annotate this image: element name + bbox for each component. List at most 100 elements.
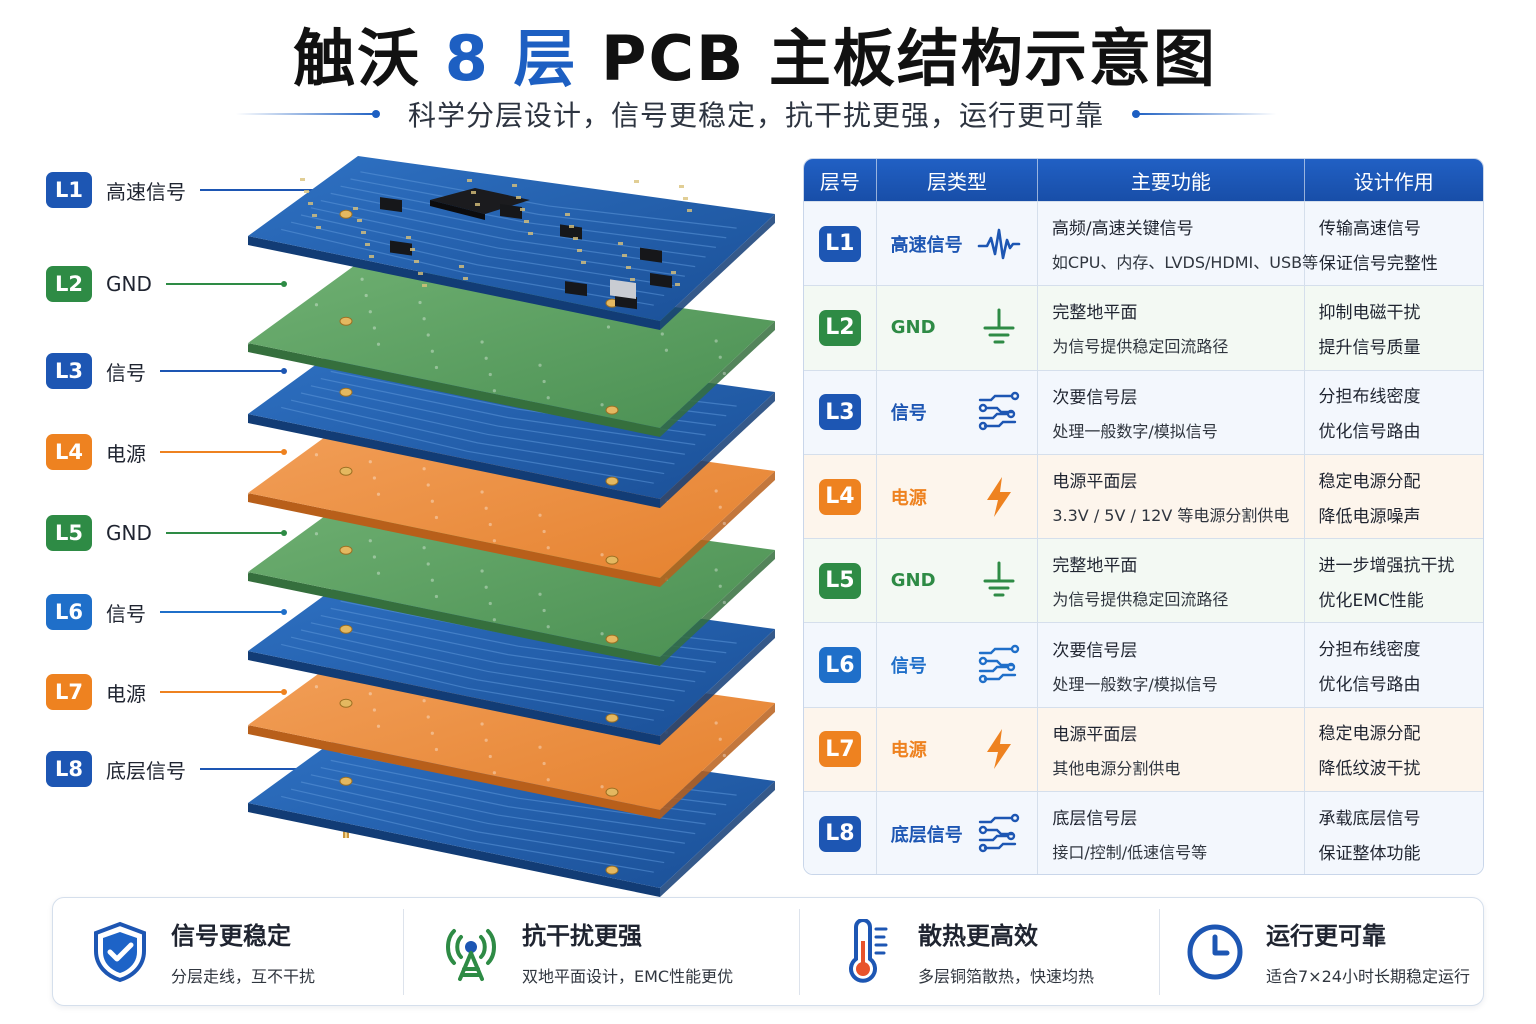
- cell-layer-id: L6: [804, 623, 877, 707]
- function-detail: 如CPU、内存、LVDS/HDMI、USB等: [1051, 253, 1319, 273]
- design-line-1: 进一步增强抗干扰: [1318, 555, 1455, 576]
- cell-main-function: 电源平面层 其他电源分割供电: [1038, 707, 1305, 792]
- waveform-icon: [977, 222, 1021, 266]
- subtitle-divider-left: [236, 110, 380, 118]
- cell-layer-type: 高速信号: [877, 202, 1038, 286]
- side-label-text: 底层信号: [106, 758, 186, 783]
- table-row: L3 信号 次要信号层 处理一般数字/模拟信号 分担布线密度 优化信号路由: [804, 369, 1483, 454]
- layer-badge: L7: [818, 731, 861, 768]
- design-line-1: 分担布线密度: [1318, 640, 1421, 661]
- layer-type-label: 电源: [890, 740, 927, 762]
- cell-design-purpose: 传输高速信号 保证信号完整性: [1305, 202, 1483, 285]
- leader-line: [160, 609, 287, 615]
- side-label-text: 信号: [106, 360, 146, 385]
- layer-badge: L2: [46, 266, 92, 302]
- layer-badge: L2: [818, 309, 861, 346]
- leader-line: [165, 281, 287, 287]
- feature-heat: 散热更高效 多层铜箔散热，快速均热: [799, 908, 1159, 995]
- lightning-icon: [977, 727, 1021, 771]
- side-label-text: GND: [106, 272, 152, 296]
- table-row: L6 信号 次要信号层 处理一般数字/模拟信号 分担布线密度 优化信号路由: [804, 622, 1483, 707]
- function-detail: 处理一般数字/模拟信号: [1052, 674, 1218, 694]
- thermometer-icon: [836, 918, 898, 985]
- design-line-2: 保证整体功能: [1318, 843, 1421, 864]
- cell-layer-type: 信号: [877, 623, 1039, 707]
- design-line-1: 稳定电源分配: [1318, 471, 1421, 492]
- cell-layer-id: L3: [804, 370, 877, 454]
- cell-main-function: 电源平面层 3.3V / 5V / 12V 等电源分割供电: [1038, 454, 1305, 539]
- table-row: L2 GND 完整地平面 为信号提供稳定回流路径 抑制电磁干扰 提升信号质量: [804, 285, 1483, 370]
- side-label-l4: L4 电源: [46, 434, 287, 470]
- cell-layer-id: L2: [804, 286, 877, 370]
- function-detail: 为信号提供稳定回流路径: [1052, 337, 1229, 357]
- function-detail: 为信号提供稳定回流路径: [1052, 590, 1229, 610]
- header-design-purpose: 设计作用: [1353, 169, 1434, 194]
- layer-badge: L6: [818, 647, 861, 684]
- cell-layer-id: L1: [804, 202, 877, 286]
- function-title: 次要信号层: [1052, 387, 1138, 408]
- ground-icon: [977, 559, 1021, 603]
- design-line-2: 优化EMC性能: [1318, 590, 1424, 611]
- signal-lines-icon: [977, 812, 1021, 856]
- pcb-stack-illustration: [246, 156, 775, 897]
- cell-layer-type: 电源: [877, 454, 1039, 539]
- layer-badge: L4: [46, 434, 92, 470]
- cell-main-function: 次要信号层 处理一般数字/模拟信号: [1038, 623, 1305, 707]
- ground-icon: [977, 306, 1021, 350]
- function-detail: 处理一般数字/模拟信号: [1052, 421, 1218, 441]
- feature-desc: 分层走线，互不干扰: [171, 967, 316, 986]
- function-title: 完整地平面: [1052, 303, 1138, 324]
- side-label-l6: L6 信号: [46, 594, 287, 630]
- table-row: L5 GND 完整地平面 为信号提供稳定回流路径 进一步增强抗干扰 优化EMC性…: [804, 538, 1483, 623]
- function-title: 次要信号层: [1052, 640, 1138, 661]
- side-label-text: 电源: [106, 441, 146, 466]
- function-title: 高频/高速关键信号: [1051, 219, 1194, 240]
- feature-title: 运行更可靠: [1266, 922, 1386, 950]
- signal-lines-icon: [977, 390, 1021, 434]
- header-main-function: 主要功能: [1038, 159, 1305, 201]
- function-detail: 3.3V / 5V / 12V 等电源分割供电: [1052, 506, 1290, 526]
- leader-line: [165, 530, 287, 536]
- lightning-icon: [977, 475, 1021, 519]
- feature-signal: 信号更稳定 分层走线，互不干扰: [53, 909, 403, 995]
- leader-line: [160, 449, 287, 455]
- cell-design-purpose: 进一步增强抗干扰 优化EMC性能: [1305, 539, 1483, 622]
- cell-design-purpose: 分担布线密度 优化信号路由: [1305, 371, 1483, 454]
- cell-layer-type: GND: [877, 286, 1039, 370]
- subtitle-row: 科学分层设计，信号更稳定，抗干扰更强，运行更可靠: [236, 92, 1277, 136]
- function-title: 底层信号层: [1052, 809, 1138, 830]
- side-label-text: 电源: [106, 681, 146, 706]
- layer-table: 层号 层类型 主要功能 设计作用 L1 高速信号 高频/高速关键信号 如CPU、…: [803, 158, 1484, 875]
- layer-badge: L1: [46, 172, 92, 208]
- design-line-1: 承载底层信号: [1318, 808, 1421, 829]
- cell-design-purpose: 稳定电源分配 降低纹波干扰: [1305, 708, 1483, 791]
- cell-layer-id: L4: [804, 454, 877, 539]
- side-label-text: 信号: [106, 601, 146, 626]
- cell-main-function: 完整地平面 为信号提供稳定回流路径: [1038, 539, 1305, 623]
- layer-badge: L6: [46, 594, 92, 630]
- cell-main-function: 完整地平面 为信号提供稳定回流路径: [1038, 286, 1305, 370]
- design-line-2: 降低电源噪声: [1318, 506, 1421, 527]
- pcb-layer-l1: [248, 156, 775, 330]
- layer-type-label: 信号: [890, 403, 927, 425]
- design-line-1: 抑制电磁干扰: [1318, 302, 1421, 323]
- function-title: 完整地平面: [1052, 556, 1138, 577]
- feature-bar: 信号更稳定 分层走线，互不干扰 抗干扰更强 双地平面设计，EMC性能更优: [52, 897, 1484, 1006]
- feature-title: 散热更高效: [918, 922, 1038, 950]
- side-label-l1: L1 高速信号: [46, 172, 321, 208]
- side-label-text: 高速信号: [106, 179, 186, 204]
- side-label-l2: L2 GND: [46, 266, 287, 302]
- design-line-1: 稳定电源分配: [1318, 724, 1421, 745]
- page-title: 触沃 8 层 PCB 主板结构示意图: [0, 8, 1510, 98]
- table-body: L1 高速信号 高频/高速关键信号 如CPU、内存、LVDS/HDMI、USB等…: [804, 201, 1483, 874]
- table-row: L4 电源 电源平面层 3.3V / 5V / 12V 等电源分割供电 稳定电源…: [804, 453, 1483, 539]
- cell-layer-type: 信号: [877, 370, 1039, 454]
- subtitle-divider-right: [1132, 110, 1277, 118]
- feature-desc: 多层铜箔散热，快速均热: [918, 967, 1095, 986]
- title-prefix: 触沃: [293, 22, 445, 95]
- cell-main-function: 高频/高速关键信号 如CPU、内存、LVDS/HDMI、USB等: [1038, 202, 1318, 286]
- function-detail: 接口/控制/低速信号等: [1052, 843, 1208, 863]
